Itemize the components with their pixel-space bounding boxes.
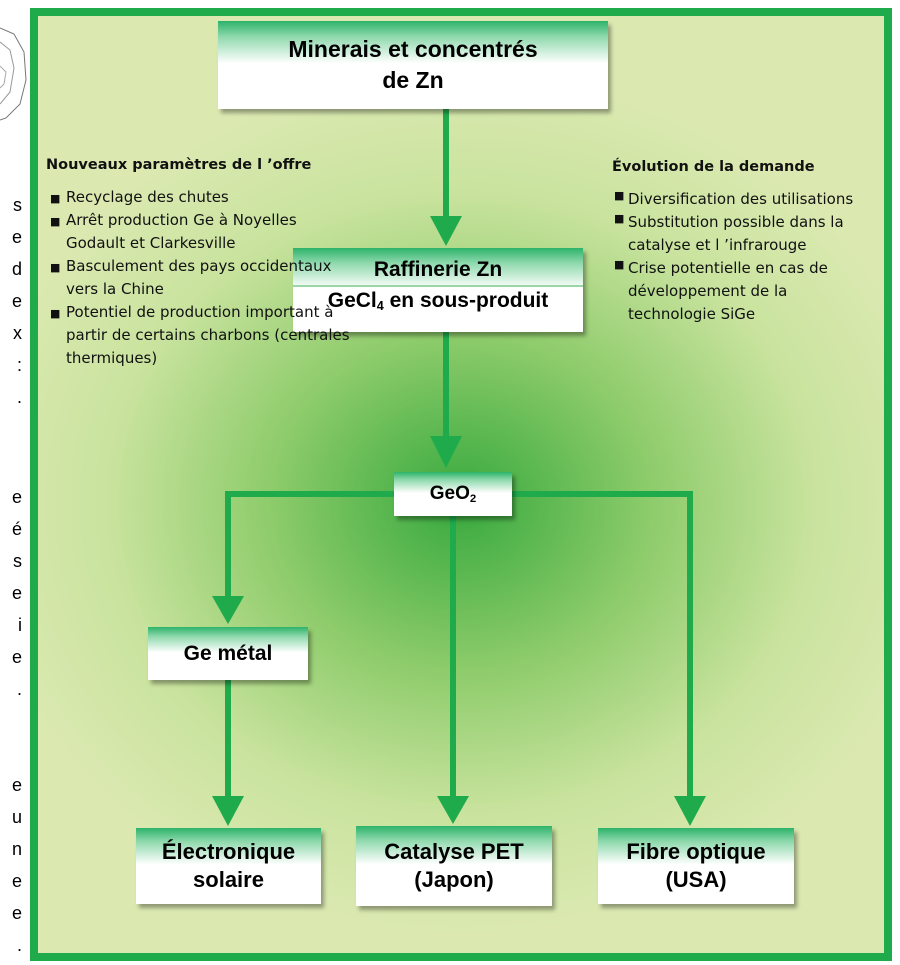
output-box-catalyse: Catalyse PET (Japon) — [356, 826, 552, 906]
refinery-divider — [293, 284, 583, 287]
list-item-text: Arrêt production Ge à Noyelles Godault e… — [66, 211, 297, 252]
cropped-text-fragment: e — [11, 227, 22, 247]
geo2-box: GeO2 — [394, 472, 512, 516]
ge-metal-box: Ge métal — [148, 627, 308, 680]
output-line-2: (Japon) — [414, 867, 494, 892]
cropped-text-fragment: e — [11, 871, 22, 891]
list-item: ■ Basculement des pays occidentaux vers l… — [46, 255, 358, 301]
cropped-text-fragment: . — [16, 935, 22, 955]
source-box-minerais: Minerais et concentrés de Zn — [218, 21, 608, 109]
diagram-panel: Minerais et concentrés de Zn Raffinerie … — [30, 8, 892, 961]
demand-notes: Évolution de la demande ■Diversification… — [612, 156, 872, 326]
byproduct-subscript: 4 — [376, 299, 384, 314]
output-line-1: Électronique — [161, 839, 296, 864]
arrow-head-to-electronique — [212, 796, 244, 826]
arrow-head-to-geo2 — [430, 436, 462, 468]
output-box-fibre: Fibre optique (USA) — [598, 828, 794, 904]
cropped-text-fragment: u — [11, 807, 22, 827]
list-item-text: Diversification des utilisations — [628, 190, 854, 208]
cropped-text-fragment: . — [16, 387, 22, 407]
arrow-head-to-ge-metal — [212, 596, 244, 624]
bullet-icon: ■ — [50, 215, 61, 228]
cropped-text-fragment: e — [11, 903, 22, 923]
cropped-text-fragment: e — [11, 775, 22, 795]
cropped-text-fragment: s — [13, 195, 22, 215]
output-line-1: Fibre optique — [626, 839, 766, 864]
bullet-icon: ■ — [614, 189, 625, 202]
cropped-text-fragment: . — [16, 679, 22, 699]
arrow-head-to-fibre — [674, 796, 706, 826]
bullet-icon: ■ — [50, 192, 61, 205]
output-box-electronique: Électronique solaire — [136, 828, 321, 904]
list-item-text: Substitution possible dans la catalyse e… — [628, 213, 844, 254]
cropped-text-fragment: i — [18, 615, 22, 635]
bullet-icon: ■ — [614, 212, 625, 225]
source-line-2: de Zn — [382, 67, 444, 93]
list-item: ■Diversification des utilisations — [612, 188, 872, 211]
bullet-icon: ■ — [614, 258, 625, 271]
cropped-text-fragment: : — [16, 355, 22, 375]
cropped-text-fragment: e — [11, 583, 22, 603]
output-line-2: solaire — [193, 867, 264, 892]
output-line-1: Catalyse PET — [384, 839, 524, 864]
list-item: ■Crise potentielle en cas de développeme… — [612, 257, 872, 326]
bullet-icon: ■ — [50, 307, 61, 320]
refinery-title: Raffinerie Zn — [373, 257, 503, 281]
cropped-text-fragment: d — [11, 259, 22, 279]
list-item-text: Potentiel de production important à part… — [66, 303, 350, 367]
flow-arrows — [212, 109, 706, 826]
ge-metal-label: Ge métal — [183, 641, 273, 665]
list-item: ■Substitution possible dans la catalyse … — [612, 211, 872, 257]
supply-heading: Nouveaux paramètres de l ’offre — [46, 157, 312, 173]
list-item-text: Crise potentielle en cas de développemen… — [628, 259, 828, 323]
byproduct-text: en sous-produit — [383, 288, 549, 312]
cropped-illustration — [0, 27, 27, 121]
list-item: ■ Recyclage des chutes — [46, 186, 358, 209]
list-item-text: Basculement des pays occidentaux vers la… — [66, 257, 332, 298]
cropped-text-fragment: é — [11, 519, 22, 539]
cropped-text-fragment: e — [11, 487, 22, 507]
cropped-text-fragment: e — [11, 291, 22, 311]
demand-list: ■Diversification des utilisations ■Subst… — [612, 188, 872, 326]
list-item: ■ Arrêt production Ge à Noyelles Godault … — [46, 209, 358, 255]
arrow-head-to-catalyse — [437, 796, 469, 824]
cropped-text-fragment: s — [13, 551, 22, 571]
geo2-subscript: 2 — [469, 492, 477, 505]
refinery-box: Raffinerie Zn GeCl4 en sous-produit — [293, 248, 583, 332]
refinery-byproduct: GeCl4 en sous-produit — [328, 289, 549, 318]
supply-list: ■ Recyclage des chutes ■ Arrêt production … — [46, 186, 358, 370]
output-line-2: (USA) — [665, 867, 727, 892]
list-item: ■ Potentiel de production important à par… — [46, 301, 358, 370]
arrow-head-to-refinery — [430, 216, 462, 246]
demand-heading: Évolution de la demande — [612, 159, 815, 175]
cropped-text-fragment: e — [11, 647, 22, 667]
source-line-1: Minerais et concentrés — [288, 36, 538, 62]
bullet-icon: ■ — [50, 261, 61, 274]
geo2-label: GeO2 — [430, 483, 476, 505]
supply-notes: Nouveaux paramètres de l ’offre ■ Recycla… — [46, 154, 358, 370]
byproduct-formula: GeCl — [327, 288, 377, 312]
cropped-text-fragment: n — [11, 839, 22, 859]
geo2-formula: GeO — [429, 483, 470, 504]
list-item-text: Recyclage des chutes — [66, 188, 229, 206]
cropped-text-fragment: x — [13, 323, 22, 343]
